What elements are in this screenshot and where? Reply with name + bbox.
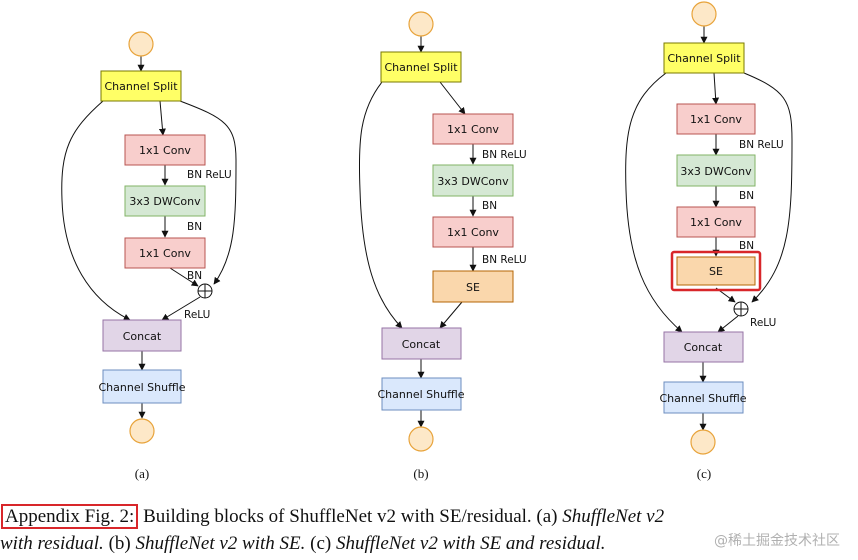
- caption-text-1: Building blocks of ShuffleNet v2 with SE…: [138, 506, 563, 527]
- diagram-c-edge-label-2: BN: [739, 190, 754, 202]
- diagram-c-sublabel: (c): [697, 466, 711, 481]
- diagram-b-conv1-label: 1x1 Conv: [447, 123, 499, 136]
- diagram-b-channel-split-label: Channel Split: [384, 61, 458, 74]
- diagram-b-channel-split: [380, 51, 462, 83]
- diagram-b-conv2: [432, 216, 514, 248]
- diagram-c-input-node: [691, 1, 717, 27]
- caption-line-2: with residual. (b) ShuffleNet v2 with SE…: [0, 530, 858, 557]
- diagram-c-channel-split: [663, 42, 745, 74]
- diagram-b-dwconv-label: 3x3 DWConv: [437, 175, 509, 188]
- diagram-b-sublabel: (b): [413, 466, 428, 481]
- caption-line-1: Appendix Fig. 2: Building blocks of Shuf…: [0, 503, 858, 530]
- diagram-a-channel-shuffle-label: Channel Shuffle: [99, 381, 186, 394]
- caption-text-2: (b): [103, 533, 136, 554]
- diagram-c-edge-label-1: BN ReLU: [739, 139, 784, 151]
- diagram-a-output-node: [129, 418, 155, 444]
- diagram-c-edge-label-3: BN: [739, 240, 754, 252]
- caption-em-3: ShuffleNet v2 with SE.: [135, 533, 306, 554]
- caption-text-3: (c): [305, 533, 336, 554]
- diagram-b-edges: [358, 36, 477, 428]
- diagram-a-edge-label-2: BN: [187, 221, 202, 233]
- diagram-b-channel-shuffle: [381, 377, 462, 411]
- diagram-c-channel-split-label: Channel Split: [667, 52, 741, 65]
- diagram-c-dwconv: [676, 154, 756, 187]
- diagram-c-conv1: [676, 103, 756, 135]
- diagram-b-edge-label-2: BN: [482, 200, 497, 212]
- diagram-a-dwconv-label: 3x3 DWConv: [129, 195, 201, 208]
- watermark: @稀土掘金技术社区: [714, 533, 840, 549]
- diagram-b-dwconv: [432, 164, 514, 197]
- diagram-a-conv1: [124, 134, 206, 166]
- diagram-b-se-label: SE: [466, 281, 480, 294]
- diagram-a-channel-shuffle: [102, 369, 182, 404]
- diagram-a-channel-split-label: Channel Split: [104, 80, 178, 93]
- diagram-c: Channel Split 1x1 Conv BN ReLU 3x3 DWCon…: [625, 1, 793, 481]
- caption-tag: Appendix Fig. 2:: [1, 504, 139, 529]
- caption-em-1: ShuffleNet v2: [562, 506, 665, 527]
- diagram-c-dwconv-label: 3x3 DWConv: [680, 165, 752, 178]
- diagram-c-add-label: ReLU: [750, 317, 776, 329]
- diagram-b-input-node: [408, 11, 434, 37]
- diagram-b-se: [432, 270, 514, 303]
- diagram-a-edge-label-1: BN ReLU: [187, 169, 232, 181]
- diagram-c-channel-shuffle-label: Channel Shuffle: [660, 392, 747, 405]
- diagram-c-conv2-label: 1x1 Conv: [690, 216, 742, 229]
- diagram-c-concat: [663, 331, 744, 363]
- diagram-a-channel-split: [100, 70, 182, 102]
- diagram-b-conv2-label: 1x1 Conv: [447, 226, 499, 239]
- diagram-c-concat-label: Concat: [684, 341, 723, 354]
- diagram-b-edge-label-1: BN ReLU: [482, 149, 527, 161]
- diagram-a-concat-label: Concat: [123, 330, 162, 343]
- caption-em-4: ShuffleNet v2 with SE and residual.: [336, 533, 606, 554]
- diagram-b: Channel Split 1x1 Conv BN ReLU 3x3 DWCon…: [358, 11, 527, 481]
- diagram-b-conv1: [432, 113, 514, 145]
- diagram-c-add-node: [733, 301, 749, 317]
- diagram-c-conv1-label: 1x1 Conv: [690, 113, 742, 126]
- diagram-a-add-node: [197, 283, 213, 299]
- diagram-c-se-highlight: [670, 250, 762, 292]
- diagram-a-sublabel: (a): [135, 466, 149, 481]
- diagram-c-output-node: [690, 429, 716, 455]
- diagram-b-channel-shuffle-label: Channel Shuffle: [378, 388, 465, 401]
- diagram-a-conv2-label: 1x1 Conv: [139, 247, 191, 260]
- diagram-a-edges: [61, 56, 237, 419]
- diagram-c-se-label: SE: [709, 265, 723, 278]
- diagram-a-conv1-label: 1x1 Conv: [139, 144, 191, 157]
- diagram-b-concat: [381, 327, 462, 360]
- diagram-a-dwconv: [124, 185, 206, 217]
- diagram-a-edge-label-3: BN: [187, 270, 202, 282]
- diagram-a-conv2: [124, 237, 206, 269]
- diagram-a-input-node: [128, 31, 154, 57]
- diagram-b-concat-label: Concat: [402, 338, 441, 351]
- diagram-c-se: [676, 256, 756, 286]
- caption-em-2: with residual.: [0, 533, 104, 554]
- diagram-a-add-label: ReLU: [184, 309, 210, 321]
- diagram-canvas: Channel Split 1x1 Conv BN ReLU 3x3 DWCon…: [61, 1, 793, 481]
- diagram-a: Channel Split 1x1 Conv BN ReLU 3x3 DWCon…: [61, 31, 237, 481]
- diagram-b-edge-label-3: BN ReLU: [482, 254, 527, 266]
- figure-caption: Appendix Fig. 2: Building blocks of Shuf…: [0, 503, 858, 557]
- diagram-c-conv2: [676, 206, 756, 238]
- diagram-c-channel-shuffle: [663, 381, 744, 414]
- diagram-a-concat: [102, 319, 182, 352]
- diagram-b-output-node: [408, 426, 434, 452]
